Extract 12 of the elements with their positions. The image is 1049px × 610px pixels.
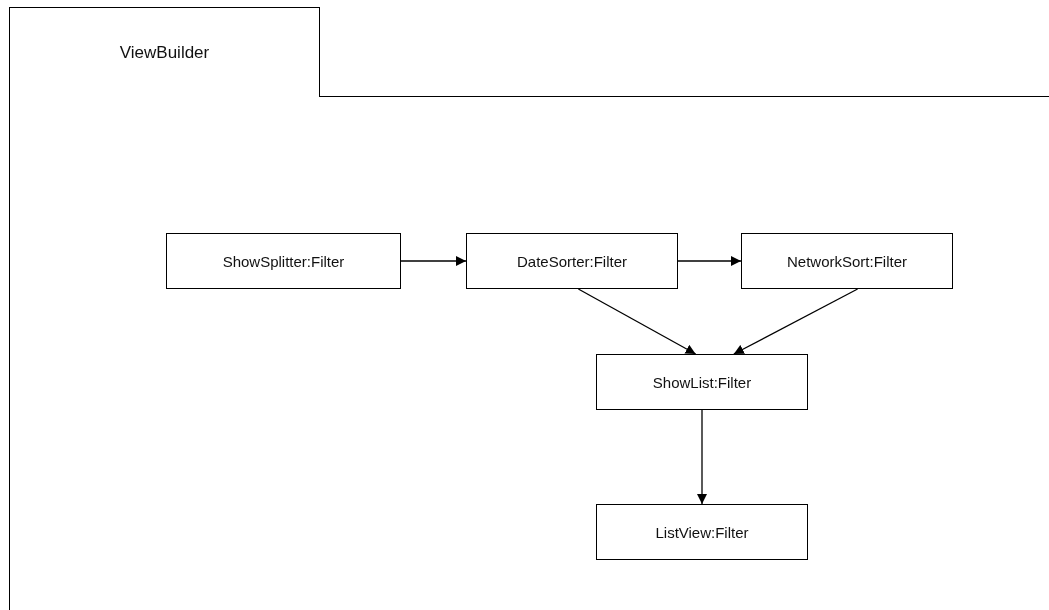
filter-box: ShowList:Filter (596, 354, 808, 410)
package-name: ViewBuilder (119, 42, 210, 63)
arrow (400, 256, 467, 266)
filter-box: ListView:Filter (596, 504, 808, 560)
filter-box: ShowSplitter:Filter (166, 233, 401, 289)
arrow (733, 288, 859, 355)
filter-box: NetworkSort:Filter (741, 233, 953, 289)
filter-box: DateSorter:Filter (466, 233, 678, 289)
arrow (697, 409, 707, 505)
arrow (577, 288, 697, 355)
arrow (677, 256, 742, 266)
package-frame (9, 7, 1049, 610)
